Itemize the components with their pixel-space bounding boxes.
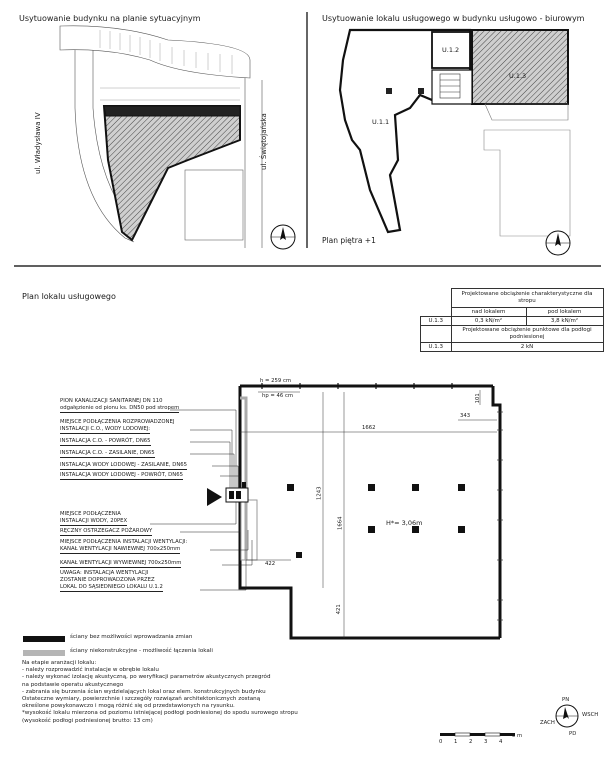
note-line: określone powykonawczo i mogą różnić się…: [22, 703, 235, 710]
site-building-front: [103, 105, 241, 117]
install-label-11: RĘCZNY OSTRZEGACZ POŻAROWY: [60, 528, 153, 537]
legend-structural-swatch: [23, 636, 65, 642]
install-label-9: MIEJSCE PODŁĄCZENIA: [60, 511, 121, 517]
dim-h-top: h = 259 cm: [260, 378, 292, 384]
load-table-header: Projektowane obciążenie charakterystyczn…: [450, 288, 604, 308]
dim-421: 421: [335, 604, 342, 615]
dim-343: 343: [460, 413, 471, 419]
scale-tick-0: 0: [439, 739, 443, 745]
unit-u13-area: [471, 29, 569, 105]
scale-tick-1: 1: [454, 739, 458, 745]
compass-local-icon: [555, 704, 579, 728]
scale-tick-2: 2: [469, 739, 473, 745]
note-line: Na etapie aranżacji lokalu:: [22, 660, 97, 666]
height-label: H*= 3,06m: [386, 519, 423, 527]
val-above: 0,3 kN/m²: [450, 316, 527, 326]
install-label-5: INSTALACJA C.O. - POWRÓT, DN65: [60, 438, 151, 447]
legend-nonstructural-swatch: [23, 650, 65, 656]
note-line: - należy wykonać izolację akustyczną, po…: [22, 674, 271, 681]
point-load-value: 2 kN: [450, 342, 604, 352]
install-label-13: KANAŁ WENTYLACJI NAWIEWNEJ 700x250mm: [60, 546, 181, 555]
note-line: (wysokość podłogi podniesionej brutto: 1…: [22, 717, 153, 724]
install-label-15: UWAGA: INSTALACJA WENTYLACJI: [60, 570, 149, 576]
col-below-header: pod lokalem: [525, 307, 604, 317]
val-below: 3,8 kN/m²: [525, 316, 604, 326]
dim-1243: 1243: [316, 486, 323, 501]
local-plan-drawing: [150, 383, 503, 640]
note-line: - należy rozprowadzić instalacje w obręb…: [22, 667, 159, 674]
notes-block: Na etapie aranżacji lokalu: - należy roz…: [22, 660, 382, 725]
floor-plan-title: Usytuowanie lokalu usługowego w budynku …: [322, 14, 585, 23]
install-label-14: KANAŁ WENTYLACJI WYWIEWNEJ 700x250mm: [60, 560, 182, 569]
install-label-1: PION KANALIZACJI SANITARNEJ DN 110: [60, 398, 163, 404]
note-line: - zabrania się burzenia ścian wydzielają…: [22, 688, 266, 695]
dim-422: 422: [265, 561, 276, 567]
note-line: *wysokość lokalu mierzona od poziomu ist…: [22, 710, 298, 717]
legend-structural-label: ściany bez możliwości wprowadzania zmian: [70, 634, 193, 640]
install-label-2: odgałęzienie od pionu ks. DN50 pod strop…: [60, 405, 180, 414]
note-line: Ostateczne wymiary, powierzchnie i szcze…: [22, 696, 261, 703]
dim-1664: 1664: [337, 516, 344, 531]
scale-tick-5: 5 m: [512, 733, 523, 739]
load-table: Projektowane obciążenie charakterystyczn…: [420, 288, 604, 352]
compass-east-label: WSCH: [582, 712, 599, 718]
dim-101: 101: [474, 393, 481, 404]
col-above-header: nad lokalem: [450, 307, 527, 317]
site-building: [102, 105, 241, 242]
table-unit-2: U.1.3: [420, 342, 452, 352]
install-label-3: MIEJSCE PODŁĄCZENIA ROZPROWADZONEJ: [60, 419, 175, 425]
street-right-label: ul. Świętojańska: [260, 113, 268, 170]
dim-1662: 1662: [362, 425, 376, 431]
floor-caption: Plan piętra +1: [322, 236, 376, 245]
compass-south-label: PD: [569, 731, 577, 737]
local-plan-title: Plan lokalu usługowego: [22, 292, 116, 301]
install-label-12: MIEJSCE PODŁĄCZENIA INSTALACJI WENTYLACJ…: [60, 539, 188, 545]
install-label-16: ZOSTANIE DOPROWADZONA PRZEZ: [60, 577, 155, 583]
install-label-4: INSTALACJI C.O., WODY LODOWEJ:: [60, 426, 151, 435]
install-label-10: INSTALACJI WODY, 20PEX: [60, 518, 128, 527]
site-plan-drawing: [59, 25, 263, 248]
legend-nonstructural-label: ściany niekonstrukcyjne - możliwość łącz…: [70, 648, 213, 654]
street-left-label: ul. Władysława IV: [34, 112, 42, 174]
install-label-17: LOKAL DO SĄSIEDNIEGO LOKALU U.1.2: [60, 584, 163, 593]
install-label-6: INSTALACJA C.O. - ZASILANIE, DN65: [60, 450, 155, 459]
table-unit-1: U.1.3: [420, 316, 452, 326]
install-label-7: INSTALACJA WODY LODOWEJ - ZASILANIE, DN6…: [60, 462, 188, 471]
install-label-8: INSTALACJA WODY LODOWEJ - POWRÓT, DN65: [60, 472, 183, 481]
unit-u13-label: U.1.3: [509, 72, 527, 80]
compass-floor-icon: [545, 230, 571, 256]
point-load-header: Projektowane obciążenie punktowe dla pod…: [450, 325, 604, 343]
unit-u11-label: U.1.1: [372, 118, 390, 126]
unit-u12-label: U.1.2: [442, 46, 460, 54]
floor-plan-drawing: [338, 28, 571, 237]
site-plan-title: Usytuowanie budynku na planie sytuacyjny…: [19, 14, 201, 23]
scale-bar: [440, 732, 515, 737]
dim-hp: hp = 46 cm: [262, 393, 294, 399]
scale-tick-4: 4: [499, 739, 503, 745]
compass-site-icon: [270, 224, 296, 250]
note-line: na podstawie operatu akustycznego: [22, 681, 124, 688]
compass-north-label: PN: [562, 697, 570, 703]
compass-west-label: ZACH: [540, 720, 555, 726]
scale-tick-3: 3: [484, 739, 488, 745]
